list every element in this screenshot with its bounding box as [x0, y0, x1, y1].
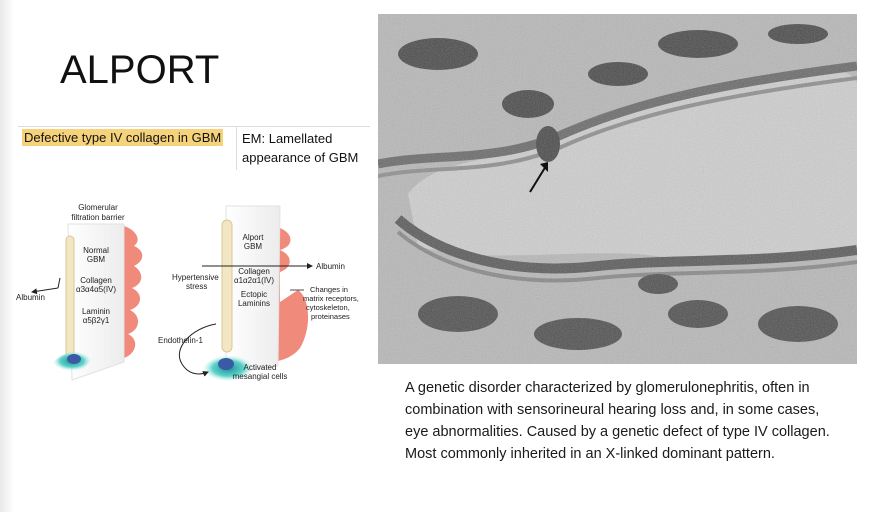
label-collagen-right-chains: α1α2α1(IV)	[234, 276, 274, 285]
label-mesangial-cells: mesangial cells	[233, 372, 288, 381]
normal-collagen-box	[65, 235, 75, 365]
albumin-left-arrow	[31, 287, 59, 295]
alport-collagen-box	[221, 219, 233, 353]
label-normal-gbm: GBM	[87, 255, 106, 264]
mesangial-nucleus-right	[218, 358, 234, 370]
label-collagen-left: Collagen	[80, 276, 112, 285]
label-changes-2: matrix receptors,	[303, 294, 359, 303]
label-ectopic: Ectopic	[241, 290, 267, 299]
label-laminin-chains: α5β2γ1	[83, 316, 110, 325]
label-glomerular: Glomerular	[78, 203, 118, 212]
alport-gbm-panel: Alport GBM Albumin Hypertensive stress C…	[158, 205, 359, 382]
label-albumin-left: Albumin	[16, 293, 45, 302]
label-laminins: Laminins	[238, 299, 270, 308]
label-collagen-left-chains: α3α4α5(IV)	[76, 285, 116, 294]
label-normal: Normal	[83, 246, 109, 255]
label-albumin-right: Albumin	[316, 262, 345, 271]
table-top-rule	[18, 126, 370, 127]
table-cell-em: EM: Lamellated appearance of GBM	[242, 131, 359, 165]
caption-text: A genetic disorder characterized by glom…	[405, 380, 830, 462]
table-divider	[236, 126, 237, 170]
label-changes-4: proteinases	[311, 312, 350, 321]
label-changes-1: Changes in	[310, 285, 348, 294]
label-filtration-barrier: filtration barrier	[71, 213, 125, 222]
table-cell-defect: Defective type IV collagen in GBM	[22, 129, 224, 146]
label-activated: Activated	[244, 363, 277, 372]
alport-podocyte-foot	[274, 228, 309, 362]
em-arrow	[529, 165, 547, 193]
label-hypertensive: Hypertensive	[172, 273, 219, 282]
label-laminin: Laminin	[82, 307, 110, 316]
normal-gbm-panel: Glomerular filtration barrier Normal GBM…	[16, 203, 143, 381]
label-stress: stress	[186, 282, 207, 291]
endothelin-arrow	[178, 323, 217, 377]
label-alport-gbm: GBM	[244, 242, 263, 251]
mesangial-nucleus-left	[67, 354, 81, 364]
em-micrograph	[378, 14, 857, 364]
normal-podocyte-foot	[124, 226, 143, 358]
gbm-diagram: Glomerular filtration barrier Normal GBM…	[16, 203, 359, 382]
label-endothelin: Endothelin-1	[158, 336, 203, 345]
info-table: Defective type IV collagen in GBM EM: La…	[18, 126, 370, 170]
left-edge-shade	[0, 0, 14, 512]
slide-title: ALPORT	[60, 48, 220, 92]
label-alport: Alport	[243, 233, 265, 242]
label-changes-3: cytoskeleton,	[306, 303, 350, 312]
label-collagen-right: Collagen	[238, 267, 270, 276]
